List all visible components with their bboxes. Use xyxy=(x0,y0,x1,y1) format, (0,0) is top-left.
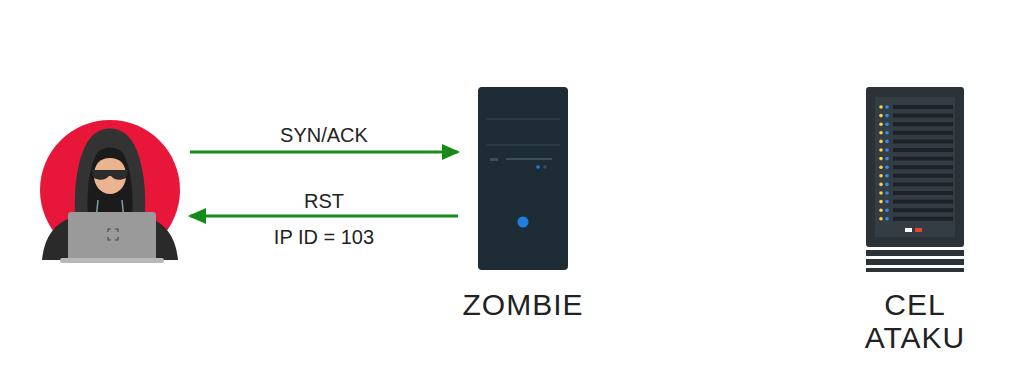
server-rack xyxy=(845,85,985,280)
zombie-node: ZOMBIE xyxy=(458,85,588,325)
message-arrow xyxy=(190,151,458,154)
message-arrow xyxy=(190,215,458,218)
node-label: ZOMBIE xyxy=(458,288,588,321)
target-node: CEL ATAKU xyxy=(845,85,985,360)
arrow-label: SYN/ACK xyxy=(277,123,371,147)
computer-tower xyxy=(458,85,588,280)
attacker-node xyxy=(40,120,190,265)
arrow-label: RST xyxy=(301,189,347,213)
node-label: CEL ATAKU xyxy=(845,288,985,354)
hacker-illustration xyxy=(40,120,190,265)
packet-note: IP ID = 103 xyxy=(271,225,377,249)
